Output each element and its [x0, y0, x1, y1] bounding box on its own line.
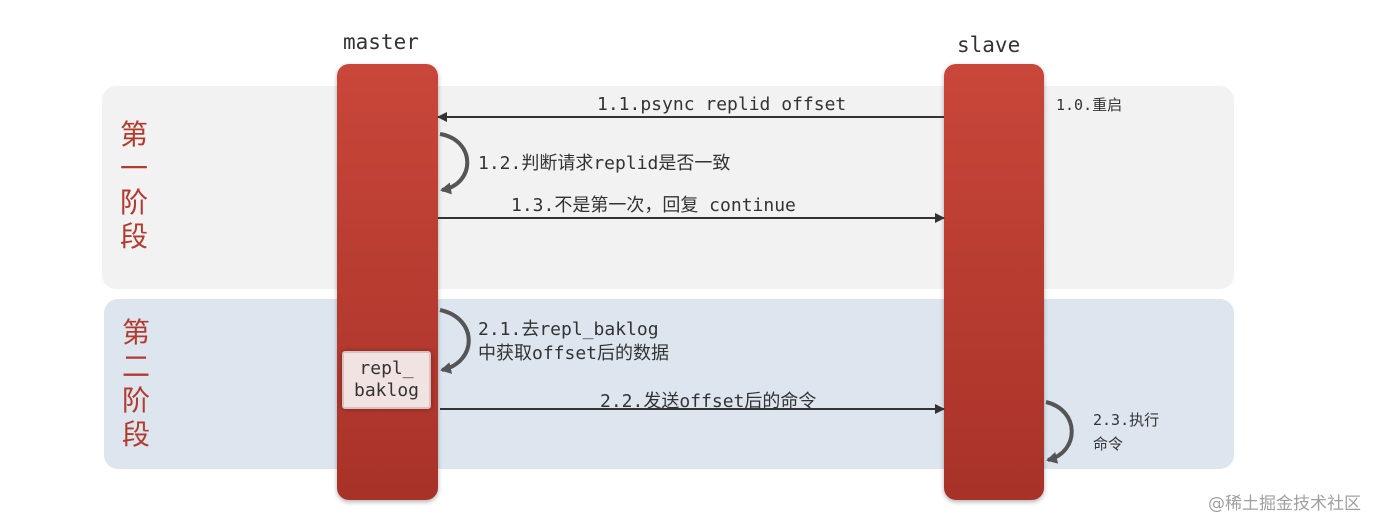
msg-read-baklog-line-1: 2.1.去repl_baklog — [478, 319, 659, 340]
msg-psync: 1.1.psync replid offset — [597, 94, 847, 115]
msg-send-commands: 2.2.发送offset后的命令 — [600, 391, 817, 412]
msg-execute-commands: 2.3.执行 命令 — [1093, 408, 1159, 456]
phase-one-char: 第 — [119, 118, 148, 151]
msg-execute-line-1: 2.3.执行 — [1093, 411, 1160, 429]
msg-continue: 1.3.不是第一次，回复 continue — [511, 195, 796, 216]
msg-check-replid: 1.2.判断请求replid是否一致 — [478, 153, 731, 174]
phase-one-label: 第 一 阶 段 — [114, 118, 154, 254]
slave-lifeline — [944, 64, 1044, 500]
arrow-check-replid — [439, 132, 470, 195]
baklog-line-1: repl_ — [359, 358, 414, 379]
msg-read-baklog-line-2: 中获取offset后的数据 — [478, 343, 670, 364]
phase-two-char: 第 — [121, 316, 150, 349]
phase-one-char: 段 — [119, 220, 148, 253]
msg-read-baklog: 2.1.去repl_baklog 中获取offset后的数据 — [478, 318, 669, 366]
master-lifeline — [337, 64, 438, 500]
slave-actor-title: slave — [957, 33, 1021, 57]
repl-baklog-box: repl_ baklog — [342, 351, 431, 409]
arrow-read-baklog — [439, 308, 471, 374]
phase-one-background — [102, 86, 1234, 289]
phase-two-label: 第 二 阶 段 — [116, 316, 156, 452]
msg-execute-line-2: 命令 — [1093, 435, 1124, 453]
phase-two-char: 段 — [121, 418, 150, 451]
phase-one-char: 阶 — [119, 186, 148, 219]
phase-two-background — [104, 299, 1234, 469]
master-actor-title: master — [343, 30, 419, 54]
phase-two-char: 二 — [121, 350, 150, 383]
phase-two-char: 阶 — [121, 384, 150, 417]
arrow-execute-commands — [1045, 400, 1074, 464]
msg-restart: 1.0.重启 — [1056, 96, 1123, 114]
baklog-line-2: baklog — [353, 380, 420, 401]
watermark: @稀土掘金技术社区 — [1208, 494, 1361, 514]
phase-one-char: 一 — [119, 152, 148, 185]
